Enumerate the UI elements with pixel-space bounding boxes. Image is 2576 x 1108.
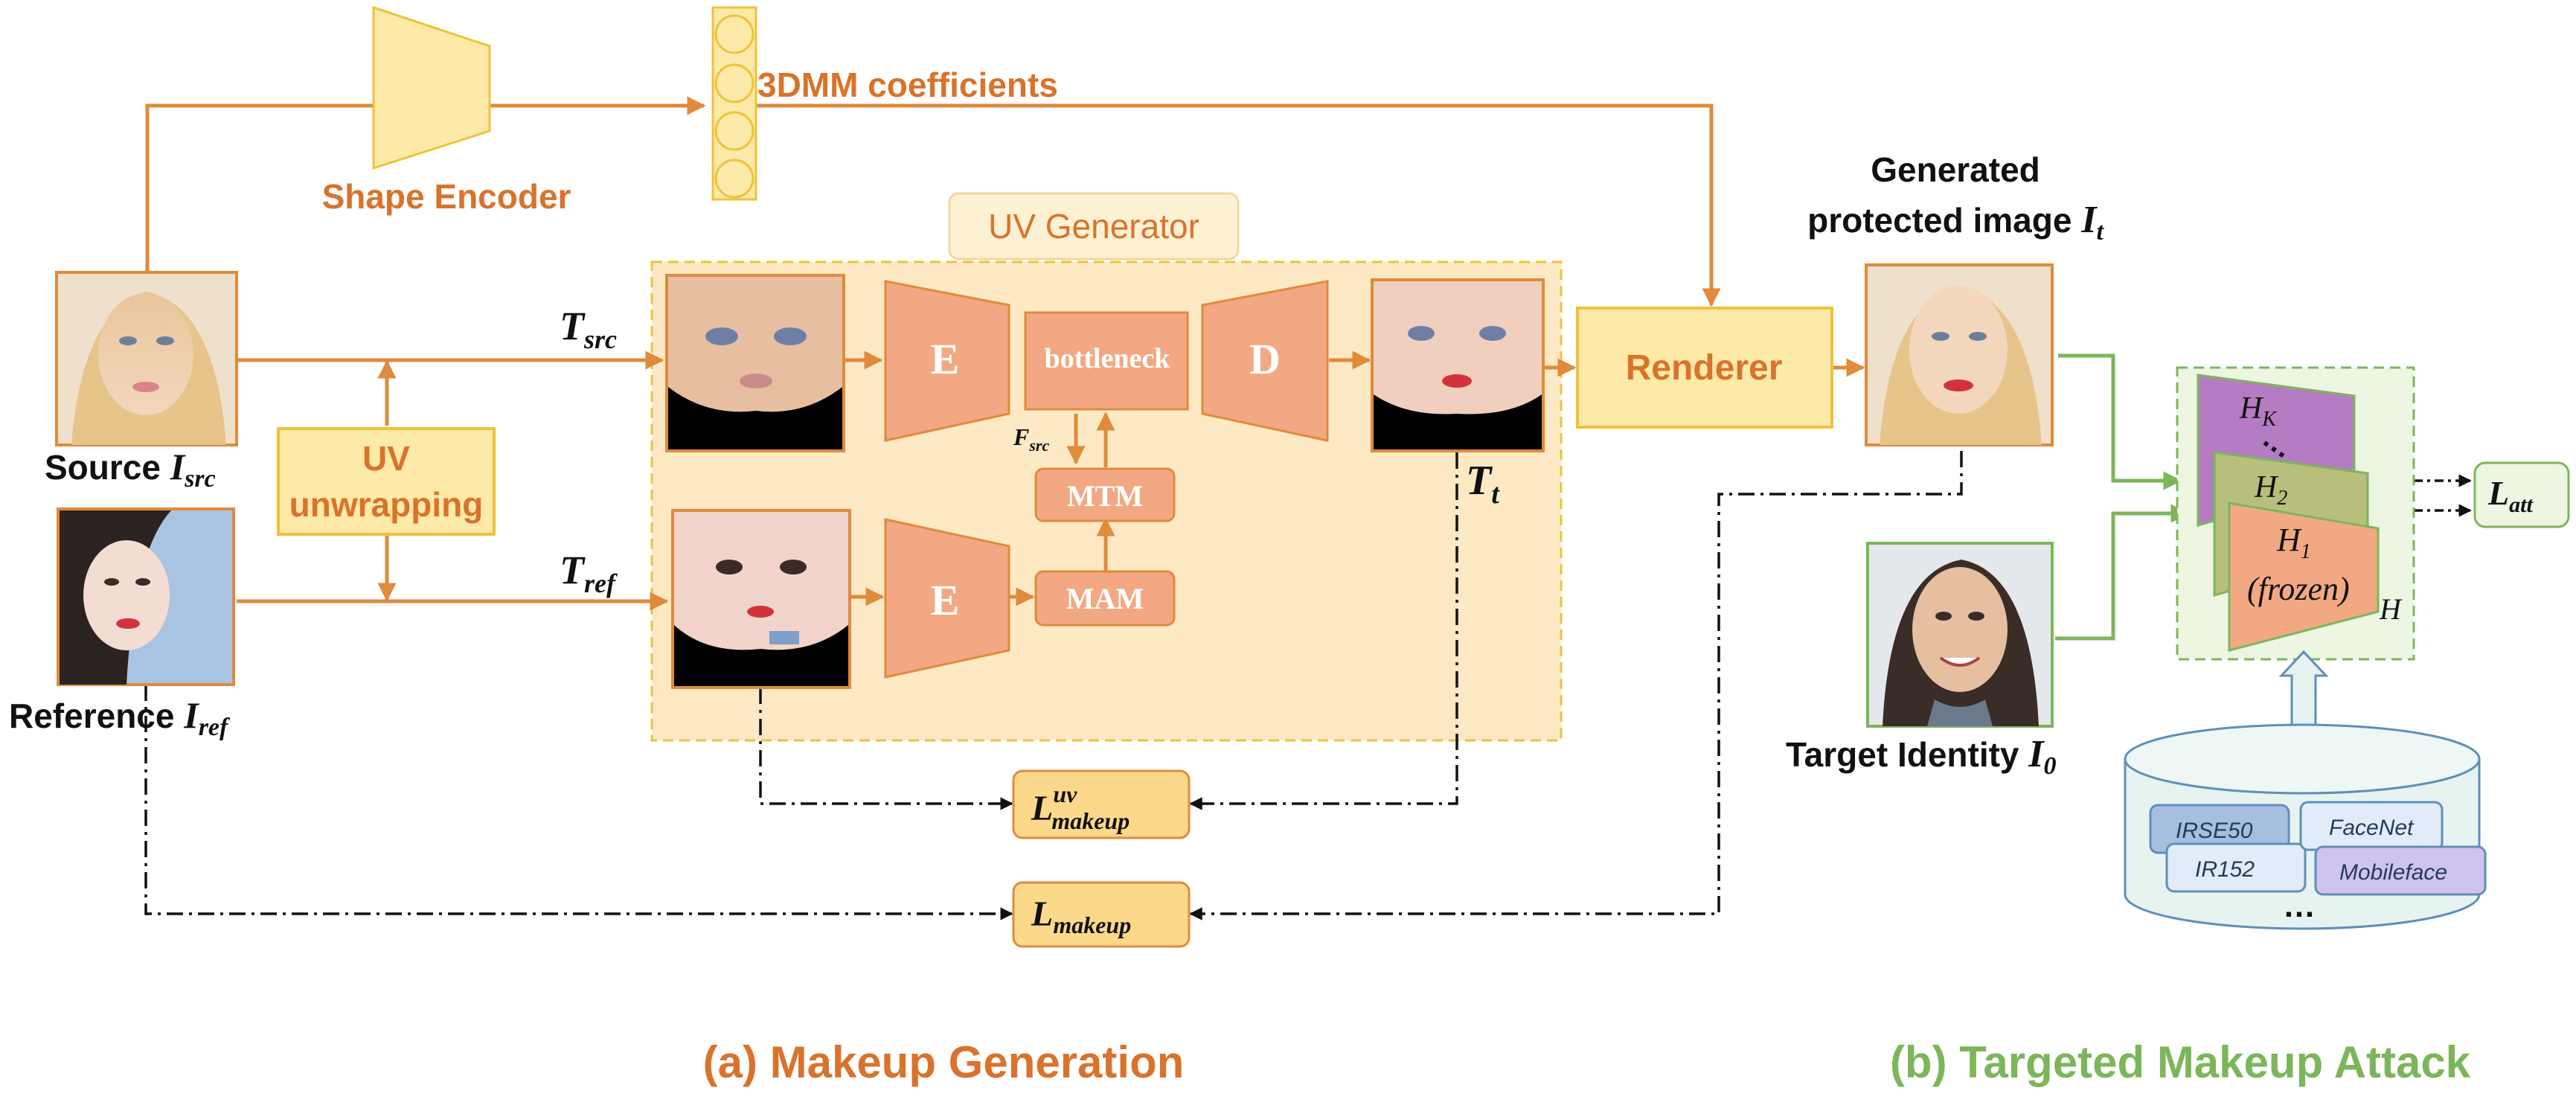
reference-label: Reference Iref (9, 694, 231, 741)
uv-reference-texture (671, 509, 851, 689)
loss-makeup-box (1012, 881, 1191, 948)
model-h-label: H (2379, 592, 2403, 626)
arrow-target-to-models (2055, 504, 2190, 641)
pool-mobileface-box (2314, 845, 2487, 896)
loss-uv-makeup-box (1012, 769, 1191, 839)
caption-makeup-generation: (a) Makeup Generation (703, 1037, 1185, 1087)
dash-reference-to-loss-makeup (144, 685, 1013, 920)
target-identity-image (1866, 542, 2054, 728)
pool-facenet-label: FaceNet (2329, 816, 2415, 840)
encoder-bottom-label: E (931, 576, 960, 624)
shape-encoder-label: Shape Encoder (322, 177, 571, 216)
mtm-box (1034, 467, 1176, 522)
bottleneck-box (1024, 311, 1189, 411)
coefficient-circle-3 (714, 111, 754, 151)
uv-output-texture (1371, 278, 1545, 452)
renderer-label: Renderer (1626, 348, 1783, 388)
arrow-source-to-shape-encoder (145, 103, 374, 272)
source-label: Source Isrc (45, 446, 216, 493)
dash-generated-to-loss-makeup (1189, 451, 1963, 920)
coefficient-circle-4 (714, 158, 754, 199)
pool-ir152-box (2165, 842, 2307, 893)
model-frozen-label: (frozen) (2247, 571, 2350, 607)
coefficient-circle-2 (714, 63, 754, 103)
model-h2-label: H2 (2254, 470, 2287, 510)
arrow-generated-to-models (2058, 353, 2182, 490)
mtm-label: MTM (1067, 479, 1143, 513)
coefficient-circle-1 (714, 14, 754, 54)
pool-mobileface-label: Mobileface (2339, 860, 2447, 885)
model-hk-label: HK (2239, 391, 2277, 431)
mam-label: MAM (1066, 582, 1144, 615)
caption-targeted-attack: (b) Targeted Makeup Attack (1890, 1037, 2471, 1087)
model-h1 (2228, 502, 2380, 652)
t-t-label: Tt (1466, 458, 1500, 510)
encoder-bottom (884, 518, 1010, 679)
reference-image (57, 507, 235, 686)
renderer-box (1576, 307, 1833, 429)
uv-unwrapping-label-2: unwrapping (289, 485, 484, 524)
generated-label-line1: Generated (1871, 150, 2040, 189)
source-image (55, 271, 238, 446)
pool-to-models-arrow (2278, 650, 2329, 732)
encoder-top-label: E (931, 335, 960, 383)
uv-unwrapping-label: UV (362, 439, 410, 478)
decoder (1201, 280, 1329, 442)
shape-encoder-trapezoid (372, 5, 491, 170)
f-src-label: Fsrc (1013, 423, 1049, 455)
pool-ellipsis: … (2283, 888, 2316, 924)
t-src-label: Tsrc (560, 304, 617, 354)
generated-label-line2: protected image It (1807, 199, 2104, 246)
uv-generator-tab (948, 192, 1240, 260)
loss-att-label: Latt (2487, 474, 2534, 517)
encoder-top (884, 280, 1010, 442)
loss-makeup-label: Lmakeup (1031, 894, 1131, 938)
pool-ir152-label: IR152 (2195, 857, 2255, 882)
dash-output-uv-to-loss-uv (1189, 452, 1458, 810)
model-h1-label: H1 (2276, 522, 2311, 563)
generated-image (1865, 263, 2054, 446)
uv-source-texture (665, 274, 845, 452)
pool-irse50-label: IRSE50 (2176, 819, 2253, 843)
loss-att-box (2473, 461, 2570, 528)
target-identity-label: Target Identity I0 (1786, 733, 2057, 780)
t-ref-label: Tref (560, 548, 618, 598)
coefficients-label: 3DMM coefficients (757, 65, 1058, 104)
mam-box (1034, 570, 1176, 627)
dash-ref-uv-to-loss-uv (759, 688, 1013, 810)
uv-unwrapping-box (277, 427, 496, 536)
decoder-label: D (1249, 335, 1281, 383)
bottleneck-label: bottleneck (1045, 343, 1171, 374)
uv-generator-title: UV Generator (988, 207, 1199, 246)
arrow-coefficients-to-renderer (756, 103, 1721, 307)
